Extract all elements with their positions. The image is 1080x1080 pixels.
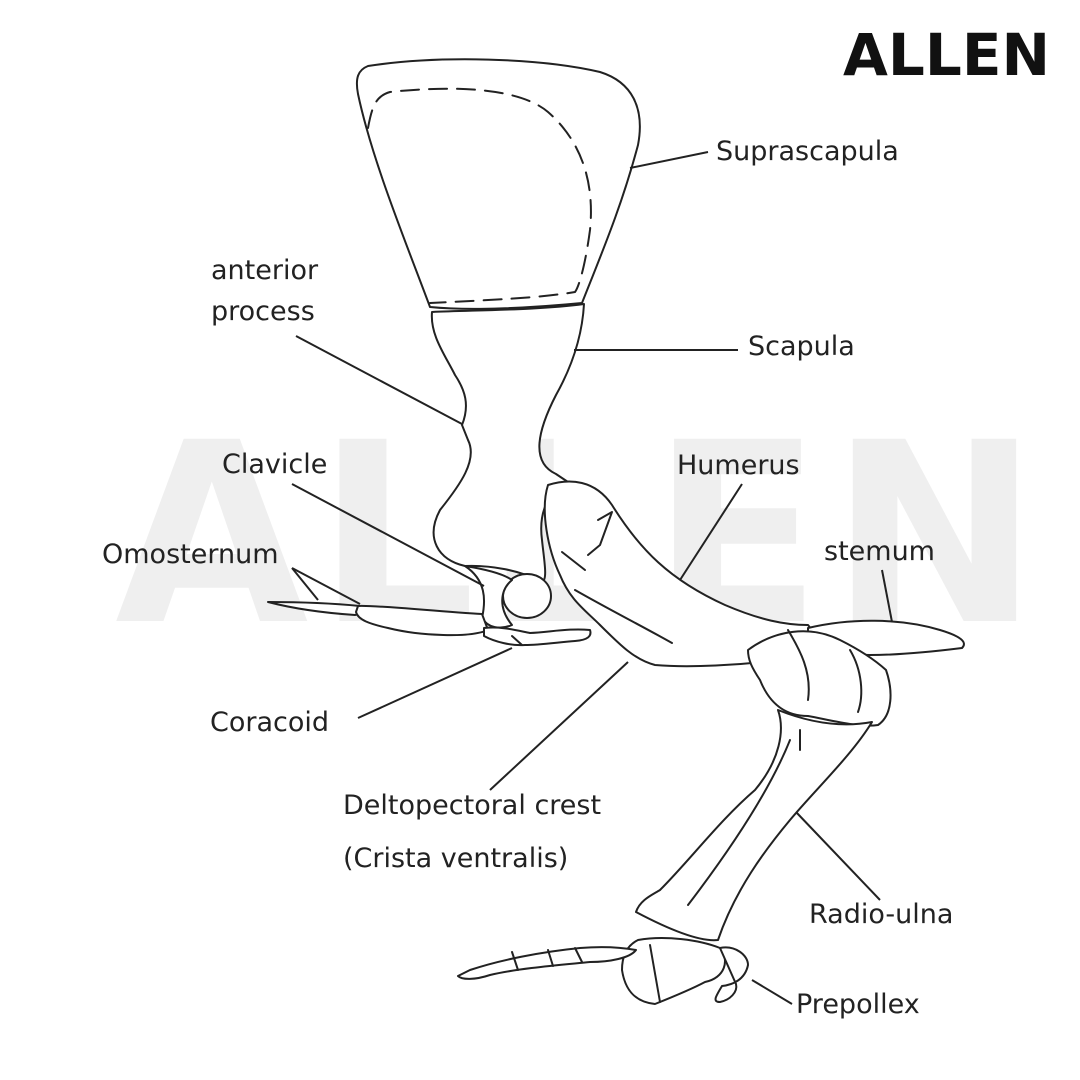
label-scapula: Scapula xyxy=(748,331,855,362)
elbow-line-1 xyxy=(787,629,810,701)
digit-joint-3 xyxy=(574,947,583,963)
omosternum-leader-1 xyxy=(291,567,319,601)
elbow-joint-shape xyxy=(747,630,892,727)
digit-joint-1 xyxy=(511,951,519,971)
radio-ulna-leader xyxy=(795,811,881,901)
label-crista-ventralis: (Crista ventralis) xyxy=(343,843,569,874)
prepollex-leader xyxy=(751,979,793,1005)
stemum-leader xyxy=(881,569,893,623)
carpal-line xyxy=(649,944,661,1003)
label-omosternum: Omosternum xyxy=(102,539,279,570)
label-anterior-process-line2: process xyxy=(211,296,315,327)
omosternum-shape xyxy=(267,601,364,616)
deltopectoral-leader xyxy=(489,661,629,791)
humerus-leader xyxy=(679,483,743,581)
humerus-notch xyxy=(587,511,613,556)
label-suprascapula: Suprascapula xyxy=(716,136,899,167)
omosternum-leader-2 xyxy=(291,567,361,605)
coracoid-tip xyxy=(511,635,523,646)
humerus-head-line xyxy=(561,551,586,571)
scapula-shape xyxy=(430,303,585,583)
brand-logo: ALLEN xyxy=(843,21,1050,89)
label-anterior-process-line1: anterior xyxy=(211,255,319,286)
prepollex-shape xyxy=(714,946,749,1003)
digit-joint-2 xyxy=(547,949,554,967)
suprascapula-leader xyxy=(629,151,709,169)
label-deltopectoral-crest: Deltopectoral crest xyxy=(343,790,602,821)
digits-shape xyxy=(457,946,637,980)
label-stemum: stemum xyxy=(824,536,935,567)
label-clavicle: Clavicle xyxy=(222,449,328,480)
coracoid-leader xyxy=(357,647,513,719)
label-radio-ulna: Radio-ulna xyxy=(809,899,954,930)
label-humerus: Humerus xyxy=(677,450,800,481)
clavicle-leader xyxy=(291,483,485,587)
omosternum-cartilage xyxy=(355,604,489,637)
humerus-shape xyxy=(543,480,821,668)
label-prepollex: Prepollex xyxy=(796,989,920,1020)
suprascapula-dashed-margin xyxy=(367,87,592,304)
carpal-shape xyxy=(621,937,726,1005)
radio-ulna-shaft-line xyxy=(687,739,791,906)
clavicle-shape xyxy=(464,565,513,629)
elbow-line-2 xyxy=(849,649,863,713)
radio-ulna-shape xyxy=(635,709,873,942)
label-coracoid: Coracoid xyxy=(210,707,330,738)
coracoid-shape xyxy=(483,626,592,647)
suprascapula-shape xyxy=(355,58,641,310)
anterior-process-leader xyxy=(295,335,463,425)
humerus-crest-line xyxy=(574,589,673,644)
